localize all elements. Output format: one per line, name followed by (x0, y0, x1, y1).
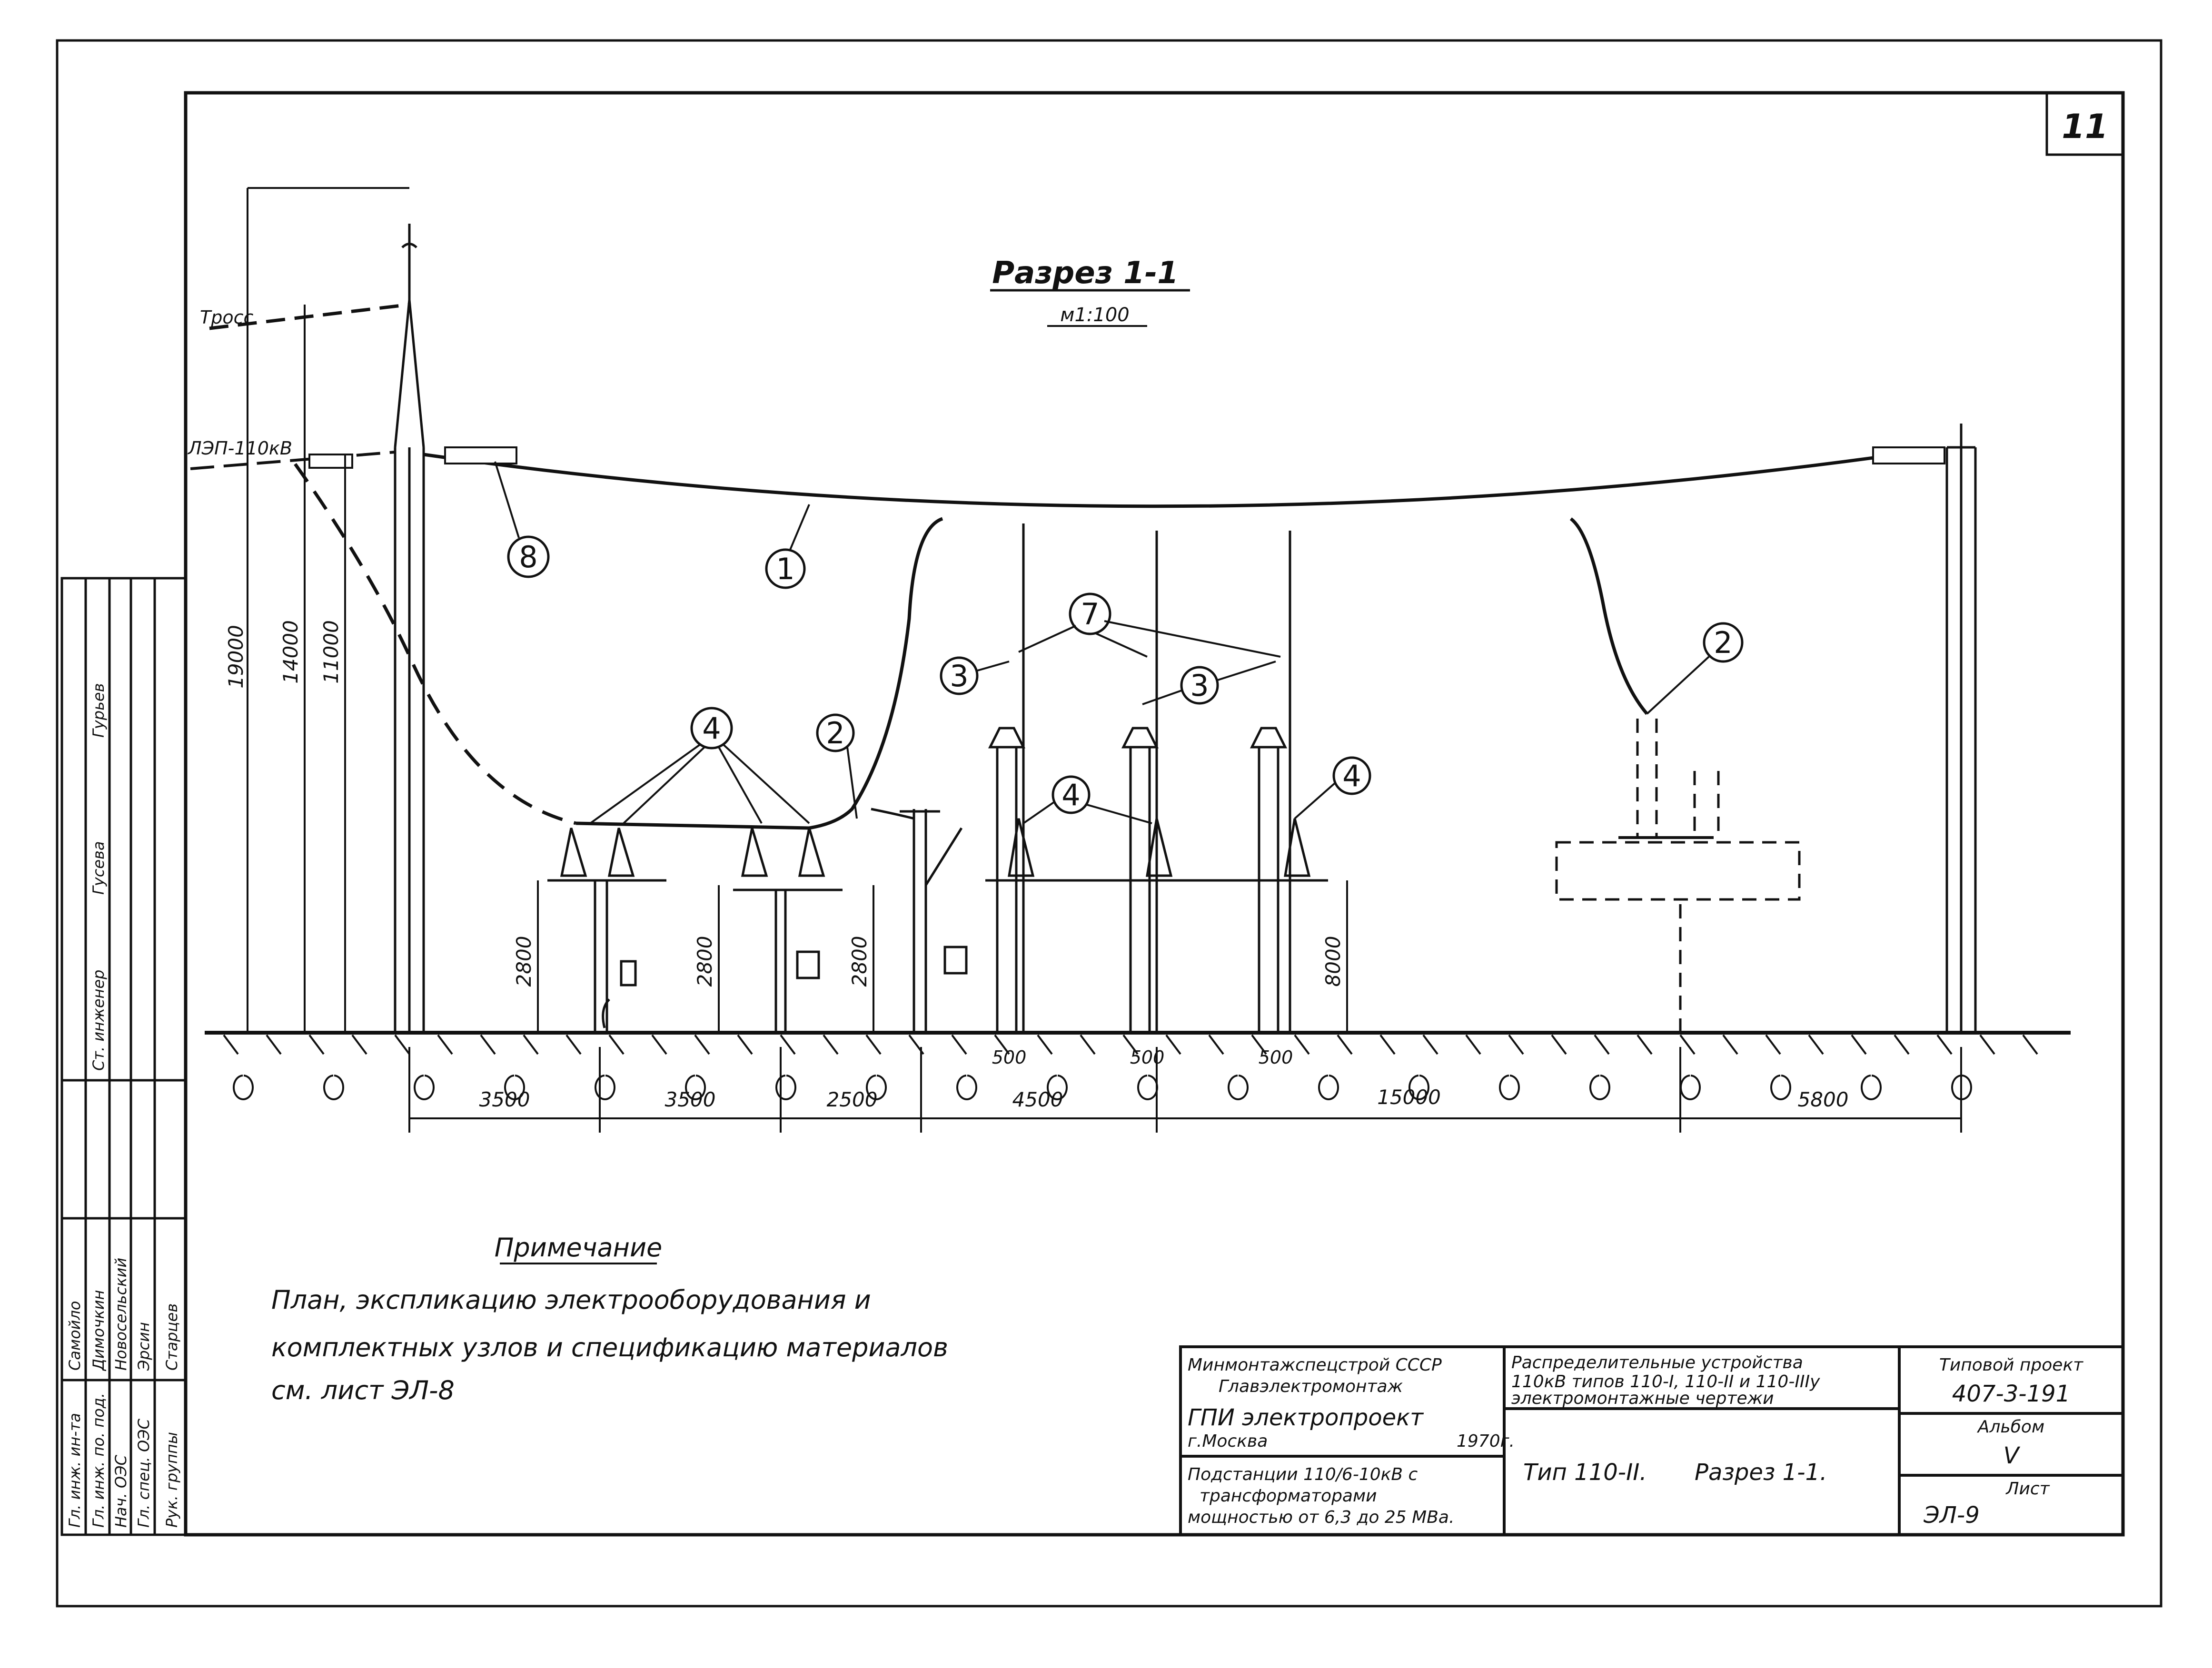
role-5: Рук. группы (163, 1432, 181, 1528)
tb-year: 1970г. (1457, 1431, 1515, 1451)
note-line-3: см. лист ЭЛ-8 (271, 1375, 455, 1405)
tb-desc-2: 110кВ типов 110-I, 110-II и 110-IIIу (1511, 1372, 1820, 1392)
cable-label: Тросс (200, 307, 253, 328)
tb-type: Тип 110-II. (1523, 1459, 1647, 1486)
bus-hangers (1022, 523, 1291, 1033)
name-5: Старцев (163, 1303, 181, 1371)
callout-3a: 3 (950, 659, 968, 693)
callout-7: 7 (1081, 597, 1099, 632)
outer-border (56, 39, 2162, 1608)
tb-album-no: V (2004, 1442, 2021, 1469)
equip-height-1: 2800 (512, 936, 536, 987)
corner-number: 11 (2062, 107, 2108, 146)
tb-project-no: 407-3-191 (1952, 1381, 2070, 1407)
ground-hatching (223, 1034, 2038, 1100)
inner-frame (184, 91, 2125, 1537)
span-dims (408, 1047, 1962, 1133)
tb-section: Разрез 1-1. (1695, 1459, 1827, 1486)
busbar-insulator-right (1872, 446, 1945, 464)
callout-3b: 3 (1190, 668, 1209, 703)
height-14000: 14000 (279, 620, 302, 684)
callouts (507, 535, 1744, 814)
role-3: Нач. ОЭС (112, 1455, 130, 1528)
name-1: Самойло (66, 1301, 84, 1371)
tb-sheet-label: Лист (2005, 1479, 2050, 1499)
tb-desc-3: электромонтажные чертежи (1511, 1389, 1774, 1408)
role-1: Гл. инж. ин-та (66, 1413, 84, 1528)
main-busbar (423, 453, 1881, 508)
equip-height-dims (537, 880, 1348, 1033)
tb-desc-1: Распределительные устройства (1511, 1353, 1803, 1372)
corner-box (2045, 91, 2124, 156)
section-title: Разрез 1-1 (992, 256, 1179, 291)
tb-sheet-no: ЭЛ-9 (1923, 1502, 1979, 1529)
height-11000: 11000 (319, 620, 343, 684)
callout-4c: 4 (1342, 759, 1361, 793)
role-4: Гл. спец. ОЭС (135, 1419, 153, 1528)
transformer (1555, 719, 1801, 1033)
span-2: 3500 (665, 1088, 716, 1111)
incoming-line (190, 451, 396, 470)
tb-city: г.Москва (1188, 1431, 1268, 1451)
span-3: 2500 (827, 1088, 878, 1111)
disconnector-2 (733, 828, 843, 1033)
height-dims (247, 187, 409, 1033)
ground-cable (209, 303, 410, 330)
leader-lines (494, 461, 1710, 824)
name-6: Гусева (89, 841, 108, 895)
tb-org-1: Минмонтажспецстрой СССР (1188, 1355, 1442, 1375)
section-scale: м1:100 (1060, 304, 1129, 326)
right-portal (1945, 424, 1977, 1033)
callout-8: 8 (519, 540, 537, 574)
span-5: 15000 (1377, 1086, 1441, 1109)
tb-sub-3: мощностью от 6,3 до 25 МВа. (1188, 1508, 1454, 1527)
span-6: 5800 (1798, 1088, 1849, 1111)
busbar-insulator-left (444, 446, 517, 464)
busbar-drop-right (1569, 517, 1648, 715)
equip-height-3: 2800 (848, 936, 871, 987)
side-block (60, 577, 187, 1536)
small-dim-3: 500 (1259, 1047, 1293, 1068)
arrester (900, 809, 968, 1033)
small-dim-1: 500 (992, 1047, 1027, 1068)
note-line-2: комплектных узлов и спецификацию материа… (271, 1332, 948, 1362)
span-1: 3500 (479, 1088, 530, 1111)
tb-album-label: Альбом (1977, 1417, 2044, 1437)
name-3: Новосельский (112, 1258, 130, 1371)
equip-height-2: 2800 (693, 936, 716, 987)
tb-project-label: Типовой проект (1939, 1355, 2083, 1375)
tb-sub-2: трансформаторами (1200, 1486, 1377, 1506)
name-7: Гурьев (89, 683, 108, 738)
name-2: Димочкин (89, 1290, 108, 1372)
tb-org-3: ГПИ электропроект (1188, 1404, 1424, 1431)
height-19000: 19000 (224, 625, 248, 689)
role-2: Гл. инж. по. под. (89, 1393, 108, 1528)
callout-4a: 4 (702, 711, 721, 746)
note-heading: Примечание (495, 1233, 663, 1263)
role-6: Ст. инженер (89, 970, 108, 1071)
callout-2a: 2 (826, 716, 844, 750)
callout-1: 1 (776, 552, 794, 586)
name-4: Эрсин (135, 1322, 153, 1371)
busbar-drop-left (575, 517, 943, 830)
tb-sub-1: Подстанции 110/6-10кВ с (1188, 1465, 1418, 1484)
span-4: 4500 (1012, 1088, 1063, 1111)
line-label: ЛЭП-110кВ (187, 438, 292, 459)
small-dim-2: 500 (1130, 1047, 1165, 1068)
tb-org-2: Главэлектромонтаж (1219, 1377, 1403, 1396)
post-insulators (985, 727, 1328, 1033)
line-drop (294, 463, 576, 825)
title-block (1179, 1345, 2124, 1536)
callout-4b: 4 (1061, 778, 1080, 812)
note-line-1: План, экспликацию электрооборудования и (271, 1285, 871, 1315)
left-portal (394, 224, 425, 1033)
callout-2b: 2 (1714, 625, 1732, 660)
equip-height-4: 8000 (1321, 936, 1345, 987)
disconnector-1 (547, 828, 666, 1033)
